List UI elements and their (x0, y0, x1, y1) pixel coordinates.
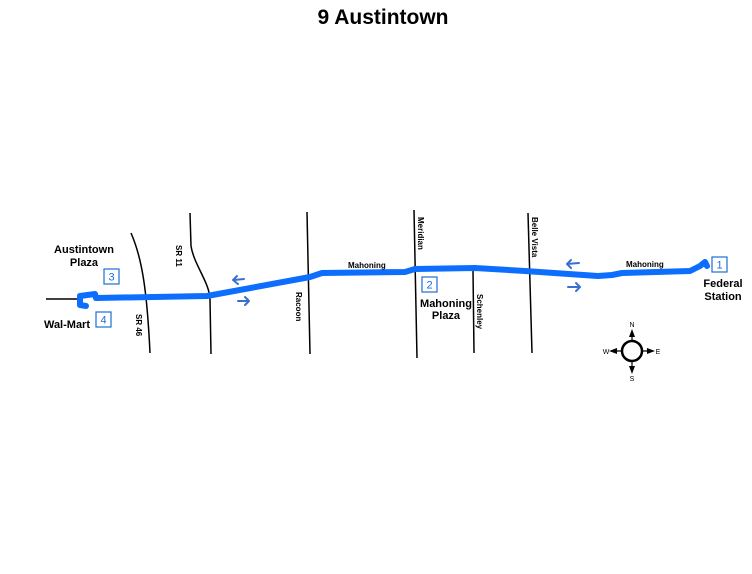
stop-marker-4: 4 (95, 311, 112, 328)
stop-marker-1: 1 (711, 256, 728, 273)
arrow-icon (567, 282, 581, 292)
label-austintown-plaza-1: Austintown (54, 244, 114, 256)
label-austintown-plaza-2: Plaza (70, 257, 99, 269)
page-title: 9 Austintown (317, 6, 448, 29)
compass-s: S (630, 376, 635, 383)
label-federal-station-1: Federal (703, 278, 742, 290)
compass-w: W (603, 349, 610, 356)
compass-n: N (629, 322, 634, 329)
street-sr46 (130, 232, 151, 354)
label-sr46: SR 46 (134, 314, 143, 337)
street-racoon (306, 211, 311, 355)
arrow-icon (566, 259, 580, 269)
stop-number: 3 (108, 272, 114, 284)
street-sr11 (189, 212, 212, 355)
compass-rose-icon: N S W E (603, 322, 661, 383)
street-belle-vista (527, 212, 533, 354)
label-mahoning-plaza-1: Mahoning (420, 298, 472, 310)
arrow-icon (232, 275, 245, 285)
label-meridian: Meridian (416, 217, 425, 250)
stop-number: 1 (716, 260, 722, 272)
label-sr11: SR 11 (174, 245, 183, 267)
label-schenley: Schenley (475, 294, 484, 330)
streets (46, 209, 533, 359)
label-mahoning-west: Mahoning (348, 261, 386, 270)
arrow-icon (237, 296, 250, 306)
label-federal-station-2: Station (704, 291, 742, 303)
label-walmart: Wal-Mart (44, 319, 90, 331)
stop-number: 2 (426, 280, 432, 292)
stop-marker-2: 2 (421, 276, 438, 293)
label-mahoning-plaza-2: Plaza (432, 310, 461, 322)
street-schenley (472, 269, 475, 354)
stop-marker-3: 3 (103, 268, 120, 285)
label-mahoning-east: Mahoning (626, 260, 664, 269)
stop-number: 4 (100, 315, 106, 327)
compass-e: E (656, 349, 661, 356)
street-meridian (413, 209, 418, 359)
label-belle-vista: Belle Vista (530, 217, 539, 258)
label-racoon: Racoon (294, 292, 303, 321)
route-line (77, 259, 710, 309)
